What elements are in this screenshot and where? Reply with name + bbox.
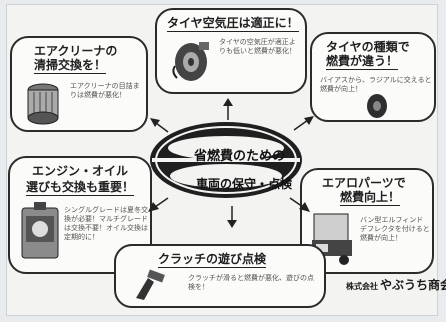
- company-name: 株式会社やぶうち商会: [346, 278, 446, 292]
- arrow-down-left: [148, 197, 169, 212]
- tire-type-box: タイヤの種類で 燃費が違う！ バイアスから、ラジアルに交えると燃費が向上！: [310, 32, 436, 122]
- engine-oil-title: エンジン・オイル: [31, 164, 128, 178]
- tire-gauge-illustration: [172, 42, 209, 81]
- tire-pressure-box: タイヤ空気圧は適正に！ タイヤの空気圧が適正よりも低いと燃費が悪化！: [155, 8, 307, 94]
- air-filter-illustration: [27, 83, 59, 125]
- aero-parts-text: バン型エルフィンドデフレクタを付けると燃費が向上！: [360, 216, 430, 242]
- tire-pressure-title: タイヤ空気圧は適正に！: [167, 16, 299, 32]
- center-title-line2: 車両の保守・点検: [196, 177, 293, 191]
- air-cleaner-text: エアクリーナの目詰まりは燃費が悪化！: [70, 82, 140, 99]
- tire-type-title: タイヤの種類で 燃費が違う！: [326, 40, 410, 70]
- engine-oil-subtitle: 選びも交換も重要！: [25, 180, 134, 196]
- oil-can-illustration: [21, 202, 59, 259]
- air-cleaner-box: エアクリーナの 清掃交換を！ エアクリーナの目詰まりは燃費が悪化！: [10, 36, 148, 132]
- truck-illustration: [312, 213, 352, 265]
- arrow-down: [227, 206, 237, 228]
- clutch-title: クラッチの遊び点検: [158, 252, 267, 268]
- arrow-down-right: [289, 197, 310, 212]
- arrow-up: [223, 98, 233, 120]
- aero-parts-title: エアロパーツで 燃費向上！: [322, 176, 406, 206]
- arrow-up-left: [150, 118, 169, 133]
- tire-illustration: [367, 94, 387, 118]
- clutch-pedal-illustration: [136, 269, 165, 300]
- arrow-up-right: [293, 116, 314, 131]
- center-title-line1: 省燃費のための: [194, 149, 286, 164]
- clutch-text: クラッチが滑ると燃費が悪化、遊びの点検を！: [188, 274, 314, 291]
- clutch-box: クラッチの遊び点検 クラッチが滑ると燃費が悪化、遊びの点検を！: [114, 244, 326, 308]
- aero-parts-box: エアロパーツで 燃費向上！ バン型エルフィンドデフレクタを付けると燃費が向上！: [300, 168, 434, 274]
- air-cleaner-title: エアクリーナの 清掃交換を！: [34, 44, 118, 74]
- tire-pressure-text: タイヤの空気圧が適正よりも低いと燃費が悪化！: [219, 38, 296, 55]
- engine-oil-text: シングルグレードは夏冬交換が必要！マルチグレードは交換不要！オイル交換は定期的に…: [64, 206, 148, 241]
- tire-type-text: バイアスから、ラジアルに交えると燃費が向上！: [320, 76, 432, 93]
- center-emblem: [150, 122, 302, 198]
